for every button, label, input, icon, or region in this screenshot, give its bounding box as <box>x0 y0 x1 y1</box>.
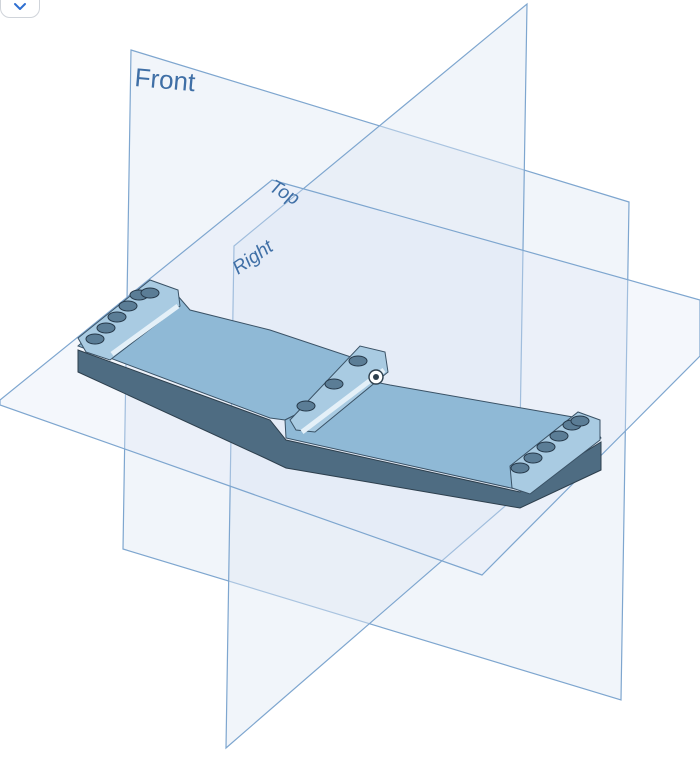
collapse-toggle-button[interactable] <box>0 0 40 18</box>
left-slot <box>110 303 180 357</box>
part-side-face <box>77 349 602 509</box>
origin-point-icon[interactable] <box>368 369 384 385</box>
center-mount-block <box>289 345 389 433</box>
right-mount-block <box>509 411 601 495</box>
chevron-down-icon <box>14 3 26 10</box>
mounting-holes <box>85 287 590 474</box>
bracket-part[interactable] <box>77 279 602 509</box>
front-plane-label[interactable]: Front <box>133 62 197 97</box>
